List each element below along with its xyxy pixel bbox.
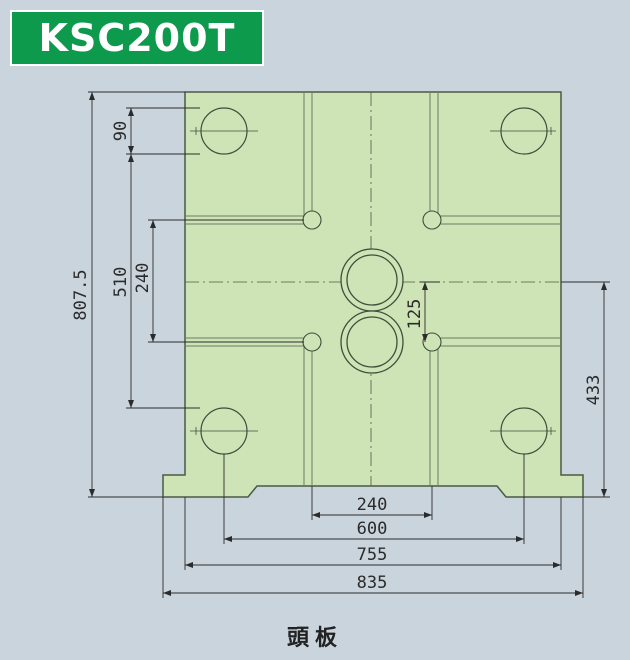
model-title: KSC200T — [38, 16, 236, 60]
tie-bar-hole-crosshairs — [190, 127, 556, 435]
dim-small-hole-span: 240 — [133, 263, 153, 294]
center-holes — [340, 248, 404, 374]
dim-overall-height: 807.5 — [71, 269, 91, 320]
dim-bottom-slot-span: 240 — [357, 495, 388, 515]
nozzle-hole-upper-inner — [346, 254, 398, 306]
small-holes — [302, 210, 442, 352]
dim-hole-span-horizontal: 600 — [357, 519, 388, 539]
model-title-badge: KSC200T — [10, 10, 264, 66]
dimension-lines — [88, 91, 610, 598]
dim-platen-width: 755 — [357, 545, 388, 565]
drawing-caption: 頭板 — [286, 626, 343, 651]
dimension-arrows — [89, 92, 607, 596]
nozzle-hole-lower-inner — [346, 316, 398, 368]
dim-center-offset: 125 — [405, 299, 425, 330]
dim-tie-bar-span-vertical: 510 — [111, 267, 131, 298]
dim-tie-bar-offset: 90 — [111, 121, 131, 141]
dim-base-to-center: 433 — [584, 375, 604, 406]
t-slot-grooves — [185, 92, 561, 486]
dim-overall-width: 835 — [357, 573, 388, 593]
